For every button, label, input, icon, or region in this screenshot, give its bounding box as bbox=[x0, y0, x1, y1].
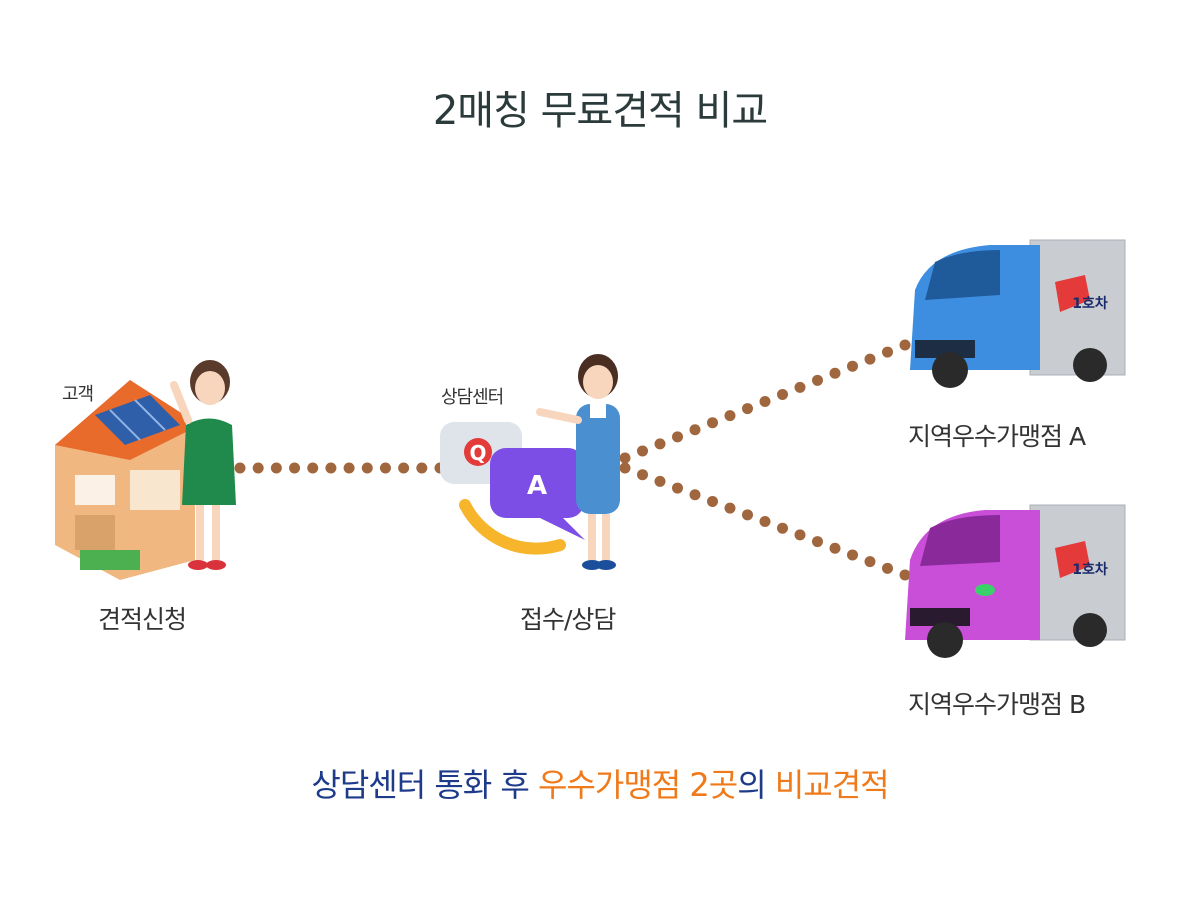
truck-b-badge: 1호차 bbox=[1072, 562, 1108, 578]
qa-bubbles-icon: Q A bbox=[440, 422, 585, 555]
connector-dot bbox=[882, 562, 893, 574]
connector-dot bbox=[847, 549, 858, 561]
connector-dot bbox=[759, 396, 771, 407]
a-letter: A bbox=[527, 471, 547, 501]
caption-part-1: 상담센터 통화 후 bbox=[311, 766, 539, 804]
connector-dot bbox=[289, 462, 301, 474]
house-icon bbox=[55, 380, 200, 580]
connector-dot bbox=[672, 431, 683, 443]
connector-dot bbox=[270, 462, 282, 474]
truck-a-badge: 1호차 bbox=[1072, 296, 1108, 312]
connector-dot bbox=[829, 367, 841, 379]
connector-dot bbox=[759, 516, 771, 527]
connector-dot bbox=[724, 502, 736, 514]
connector-dot bbox=[689, 424, 701, 436]
connector-dot bbox=[307, 462, 319, 474]
connector-dot bbox=[654, 438, 666, 450]
connector-dot bbox=[619, 452, 631, 464]
connector-dot bbox=[794, 529, 806, 541]
connector-dot bbox=[777, 388, 788, 400]
connector-dot bbox=[416, 462, 428, 474]
connector-dot bbox=[398, 462, 410, 474]
connector-dot bbox=[882, 346, 893, 358]
truck-b-icon: 1호차 bbox=[905, 504, 1126, 658]
connector-dot bbox=[343, 462, 355, 474]
center-woman-icon bbox=[536, 354, 620, 570]
connector-dot bbox=[864, 556, 876, 568]
q-letter: Q bbox=[469, 441, 486, 465]
connector-dot bbox=[234, 462, 246, 474]
connector-dot bbox=[707, 417, 718, 429]
shop-a-label: 지역우수가맹점 A bbox=[908, 422, 1086, 451]
connector-dot bbox=[899, 569, 911, 581]
connector-dot bbox=[637, 445, 648, 457]
truck-a-icon: 1호차 bbox=[910, 239, 1126, 388]
connector-dot bbox=[899, 339, 911, 351]
connector-dot bbox=[742, 403, 753, 415]
connector-dot bbox=[829, 542, 841, 554]
center-step-label: 접수/상담 bbox=[520, 605, 616, 634]
connector-dot bbox=[864, 353, 876, 365]
connector-dot bbox=[654, 475, 666, 487]
connector-dot bbox=[379, 462, 391, 474]
connector-dot bbox=[724, 410, 736, 422]
connector-dot bbox=[361, 462, 373, 474]
connector-dot bbox=[325, 462, 337, 474]
caption: 상담센터 통화 후 우수가맹점 2곳의 비교견적 bbox=[0, 760, 1200, 806]
connector-dot bbox=[672, 482, 683, 494]
connector-dot bbox=[619, 462, 631, 474]
center-tag: 상담센터 bbox=[441, 387, 504, 408]
connector-dot bbox=[252, 462, 264, 474]
connector-dot bbox=[847, 360, 858, 372]
customer-tag: 고객 bbox=[62, 384, 94, 405]
connector-dot bbox=[707, 495, 718, 507]
page-title: 2매칭 무료견적 비교 bbox=[432, 88, 768, 134]
customer-woman-icon bbox=[170, 360, 236, 570]
caption-part-4: 비교견적 bbox=[774, 766, 890, 804]
connector-dot bbox=[689, 489, 701, 501]
caption-part-2: 우수가맹점 2곳 bbox=[538, 766, 738, 804]
customer-step-label: 견적신청 bbox=[98, 605, 187, 634]
shop-b-label: 지역우수가맹점 B bbox=[908, 690, 1086, 719]
connector-dot bbox=[812, 536, 823, 548]
connector-dot bbox=[742, 509, 753, 521]
connector-dot bbox=[777, 522, 788, 534]
caption-part-3: 의 bbox=[737, 766, 775, 804]
connector-dot bbox=[794, 381, 806, 393]
connector-dot bbox=[812, 374, 823, 386]
connector-dot bbox=[637, 469, 648, 481]
